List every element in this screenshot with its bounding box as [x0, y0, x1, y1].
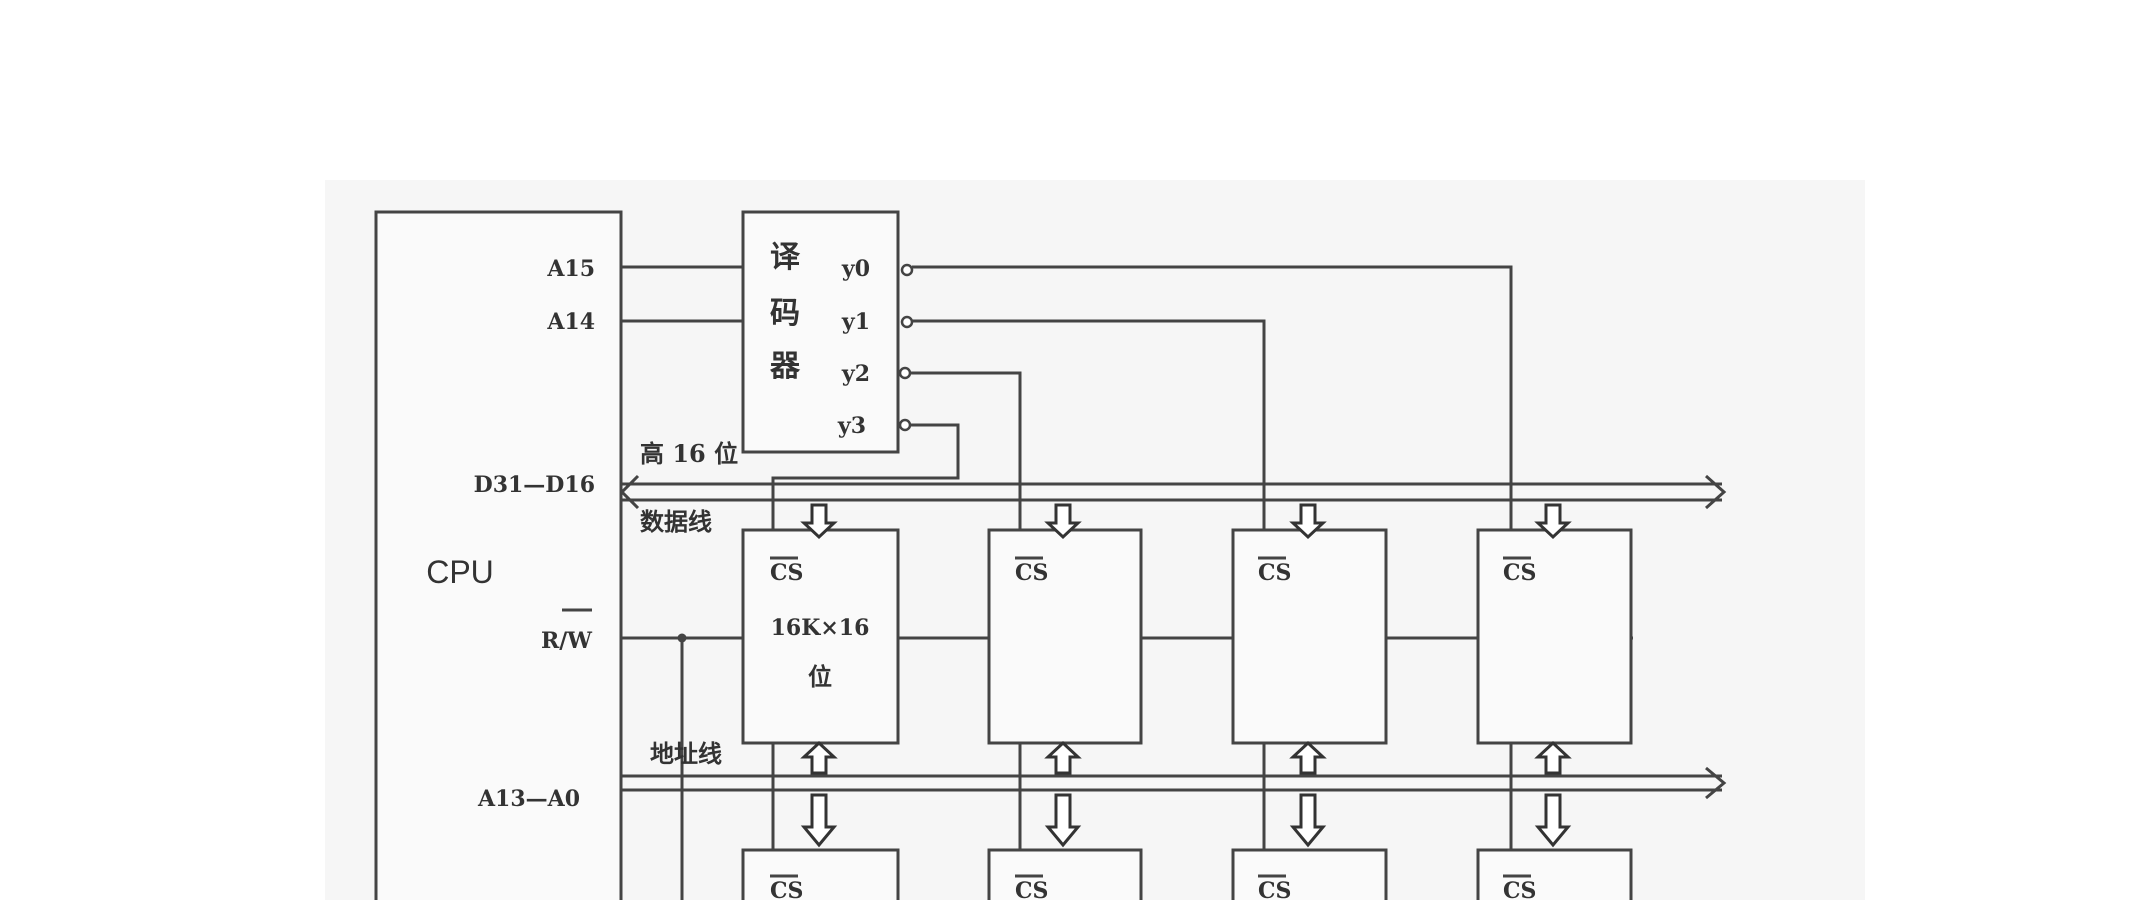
decoder-output-y1: y1 [841, 309, 870, 335]
memory-chip-1-3 [1231, 528, 1388, 745]
address-arrow-chip-1-3 [1289, 740, 1327, 775]
address-arrow-chip-1-2 [1044, 740, 1082, 775]
chip-2-1-cs-label: CS [770, 878, 803, 900]
decoder-char-3: 器 [769, 349, 801, 384]
data-arrow-chip-1-3 [1289, 503, 1327, 540]
data-bus-label-bottom: 数据线 [640, 507, 712, 536]
memory-chip-2-3 [1231, 848, 1388, 905]
address-arrow-chip-2-3 [1289, 793, 1327, 848]
memory-chip-1-2 [987, 528, 1143, 745]
pin-address-bus-label: A13—A0 [477, 786, 580, 812]
address-bus-label: 地址线 [650, 739, 722, 768]
data-arrow-chip-1-4 [1534, 503, 1572, 540]
y2-inversion-bubble [898, 366, 912, 380]
address-arrow-chip-2-2 [1044, 793, 1082, 848]
decoder-char-1: 译 [770, 240, 801, 275]
chip-1-1-cs-label: CS [770, 560, 803, 586]
chip-2-2-cs-label: CS [1015, 878, 1048, 900]
data-arrow-chip-1-1 [800, 503, 838, 540]
address-arrow-chip-1-1 [800, 740, 838, 775]
decoder-block [741, 210, 900, 454]
memory-chip-2-2 [987, 848, 1143, 905]
pin-a14-label: A14 [546, 309, 595, 335]
decoder-char-2: 码 [770, 296, 800, 331]
chip-1-4-cs-label: CS [1503, 560, 1536, 586]
memory-chip-row-1 [741, 528, 1633, 745]
memory-chip-1-4 [1476, 528, 1633, 745]
chip-2-3-cs-label: CS [1258, 878, 1291, 900]
address-arrow-chip-2-1 [800, 793, 838, 848]
memory-chip-2-1 [741, 848, 900, 905]
pin-a15-label: A15 [546, 256, 595, 282]
data-arrow-chip-1-2 [1044, 503, 1082, 540]
chip-1-2-cs-label: CS [1015, 560, 1048, 586]
pin-data-bus-label: D31—D16 [474, 472, 595, 498]
memory-chip-row-2 [741, 848, 1633, 905]
decoder-output-y2: y2 [841, 361, 870, 387]
decoder-output-y0: y0 [841, 256, 870, 282]
pin-rw-label: R/W [541, 628, 592, 654]
data-bus-label-top: 高 16 位 [640, 439, 738, 468]
y3-inversion-bubble [898, 418, 912, 432]
cpu-label: CPU [426, 554, 494, 590]
chip-size-label: 16K×16 [771, 615, 870, 641]
y1-inversion-bubble [900, 315, 914, 329]
cpu-block [374, 210, 623, 905]
decoder-output-y3: y3 [837, 413, 866, 439]
address-bus-right-arrowhead [1705, 766, 1727, 800]
chip-unit-label: 位 [808, 662, 832, 691]
address-arrow-chip-1-4 [1534, 740, 1572, 775]
address-arrow-chip-2-4 [1534, 793, 1572, 848]
data-bus-right-arrowhead [1705, 474, 1727, 510]
data-bus-left-arrowhead [619, 474, 640, 510]
chip-2-4-cs-label: CS [1503, 878, 1536, 900]
y0-inversion-bubble [900, 263, 914, 277]
chip-1-3-cs-label: CS [1258, 560, 1291, 586]
memory-chip-2-4 [1476, 848, 1633, 905]
